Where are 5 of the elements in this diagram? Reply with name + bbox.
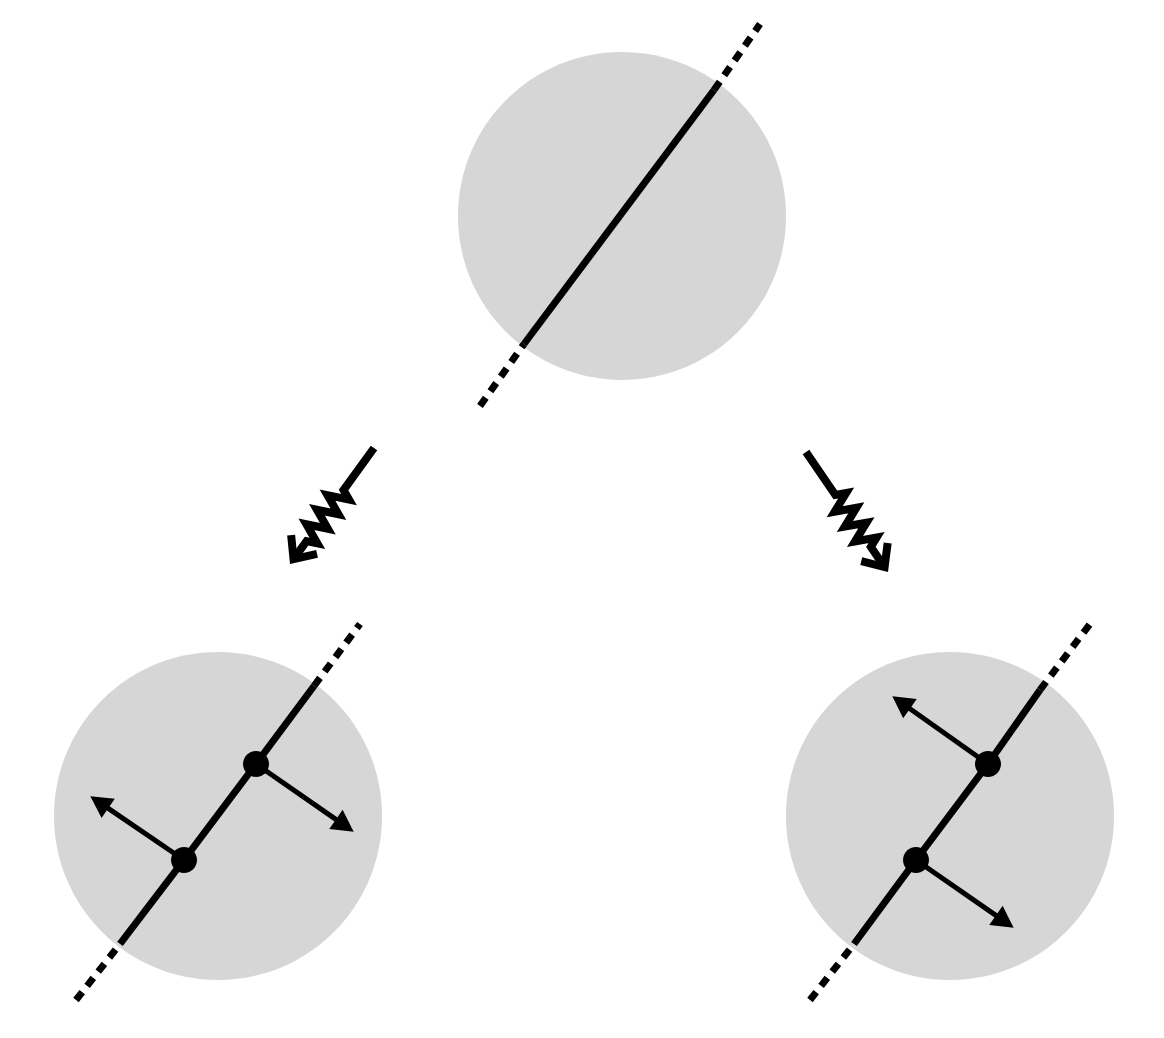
disc xyxy=(458,52,786,380)
disc xyxy=(54,651,382,980)
lightning-arrow xyxy=(287,445,378,564)
lightning-arrow xyxy=(802,449,892,572)
disc xyxy=(786,651,1114,980)
